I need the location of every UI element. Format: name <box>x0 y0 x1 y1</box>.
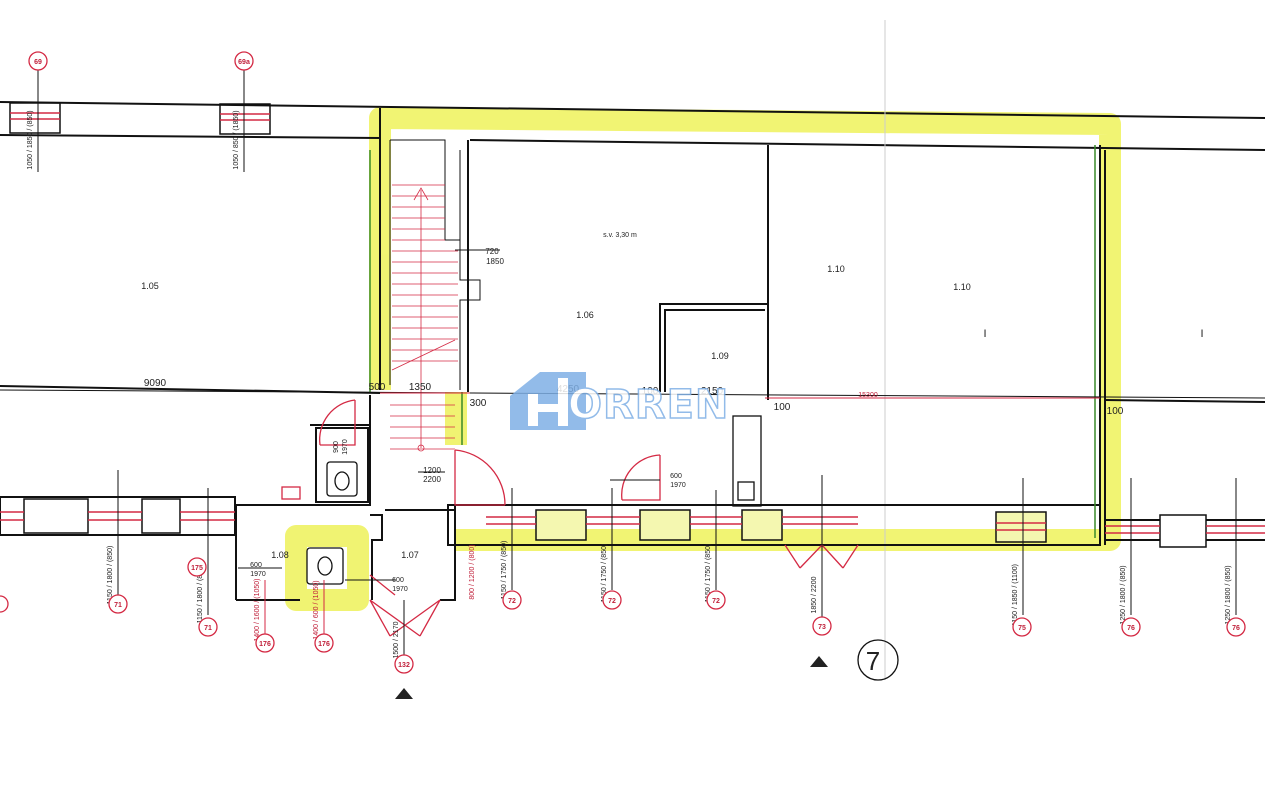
dim-1200: 1200 <box>423 466 441 475</box>
dim-300: 300 <box>470 398 487 409</box>
dim-100: 100 <box>642 386 659 397</box>
door-label: 1970 <box>342 439 349 455</box>
dim-100: 100 <box>774 402 791 413</box>
marker-69a <box>234 51 254 71</box>
marker-175-label: 175 <box>191 565 203 572</box>
room-108-label: 1.08 <box>271 550 289 560</box>
door-swings <box>319 399 859 637</box>
room-110a-label: 1.10 <box>827 264 845 274</box>
dim-720: 720 <box>485 247 499 256</box>
watermark-logo: ORREN <box>510 370 760 432</box>
window-dim-69a: 1050 / 850 / (1850) <box>233 110 240 169</box>
marker-72-label: 72 <box>712 598 720 605</box>
door-label: 600 <box>392 577 404 584</box>
section-label: 7 <box>866 646 880 676</box>
dim-15300: 15300 <box>858 392 878 399</box>
door-labels: 600 1970 600 1970 600 1970 900 1970 <box>250 439 686 593</box>
section-symbol: 7 <box>857 639 899 681</box>
door-label: 600 <box>250 562 262 569</box>
window-dim-75: 1150 / 1850 / (1100) <box>1012 564 1019 626</box>
exterior-walls <box>0 101 1265 545</box>
dim-500: 500 <box>369 382 386 393</box>
window-dim-71: 1150 / 1800 / (850) <box>107 546 114 605</box>
window-dim-73: 1850 / 2200 <box>811 576 818 613</box>
marker-76-label: 76 <box>1232 625 1240 632</box>
marker-69 <box>28 51 48 71</box>
door-label: 1970 <box>670 482 686 489</box>
window-dim-71b: 1150 / 1800 / (850) <box>197 565 204 624</box>
room-labels: 1.05 1.06 1.07 1.08 1.09 1.10 1.10 s.v. … <box>141 232 1203 560</box>
marker-71-label: 71 <box>114 602 122 609</box>
dim-1850: 1850 <box>486 257 504 266</box>
dim-1350: 1350 <box>409 382 432 393</box>
top-windows <box>9 102 271 135</box>
window-dim-176a: 1400 / 1600 / (1050) <box>254 578 261 641</box>
staircase <box>389 139 481 452</box>
dim-2200: 2200 <box>423 475 441 484</box>
marker-73-label: 73 <box>818 624 826 631</box>
fixtures <box>281 415 762 585</box>
window-dim-72a: 1150 / 1750 / (850) <box>501 541 508 600</box>
dim-9090: 9090 <box>144 378 167 389</box>
window-dim-176b: 1400 / 600 / (1050) <box>313 580 320 639</box>
window-dimensions: 1050 / 1850 / (850) 1050 / 850 / (1850) … <box>27 65 1237 658</box>
marker-176-label: 176 <box>318 641 330 648</box>
door-label: 900 <box>333 441 340 453</box>
entry-triangle <box>395 688 413 699</box>
marker-76-label: 76 <box>1127 625 1135 632</box>
window-dim-76b: 1250 / 1800 / (850) <box>1225 565 1232 624</box>
position-markers <box>0 51 1246 674</box>
marker-75-label: 75 <box>1018 625 1026 632</box>
door-label: 600 <box>670 473 682 480</box>
window-dim-72c: 1150 / 1750 / (850) <box>705 544 712 603</box>
marker-176-label: 176 <box>259 641 271 648</box>
room-109-label: 1.09 <box>711 351 729 361</box>
watermark-text: ORREN <box>567 381 730 429</box>
marker-69-label: 69 <box>34 59 42 66</box>
marker-71-label: 71 <box>204 625 212 632</box>
dimension-labels: 9090 500 1350 300 4250 100 2150 100 100 … <box>144 247 1124 484</box>
highlight-zone <box>285 107 1121 611</box>
door-label: 1970 <box>250 571 266 578</box>
watermark-h-icon <box>510 372 586 430</box>
dimension-lines <box>0 249 1265 581</box>
entry-triangle <box>810 656 828 667</box>
ceiling-height-note: s.v. 3,30 m <box>603 232 637 239</box>
bottom-windows <box>0 498 1265 548</box>
window-dim-76a: 1250 / 1800 / (850) <box>1120 565 1127 624</box>
window-dim-69: 1050 / 1850 / (850) <box>27 110 34 169</box>
column-mark: I <box>1200 328 1203 340</box>
marker-72-label: 72 <box>608 598 616 605</box>
window-dim-72b: 1150 / 1750 / (850) <box>601 544 608 603</box>
room-106-label: 1.06 <box>576 310 594 320</box>
room-107-label: 1.07 <box>401 550 419 560</box>
marker-69a-label: 69a <box>238 59 250 66</box>
window-dim-132: 1500 / 2170 <box>393 621 400 658</box>
column-mark: I <box>983 328 986 340</box>
marker-132-label: 132 <box>398 662 410 669</box>
marker-72-label: 72 <box>508 598 516 605</box>
room-105-label: 1.05 <box>141 281 159 291</box>
dim-100: 100 <box>1107 406 1124 417</box>
door-label: 1970 <box>392 586 408 593</box>
dim-2150: 2150 <box>701 386 724 397</box>
lower-envelope <box>0 395 1265 601</box>
window-dim-800: 800 / 1200 / (800) <box>469 544 476 599</box>
entry-markers <box>395 656 828 699</box>
room-110b-label: 1.10 <box>953 282 971 292</box>
marker-labels: 69 69a 71 71 175 176 176 132 72 72 72 73… <box>34 59 1240 669</box>
area-outline <box>369 145 1096 538</box>
